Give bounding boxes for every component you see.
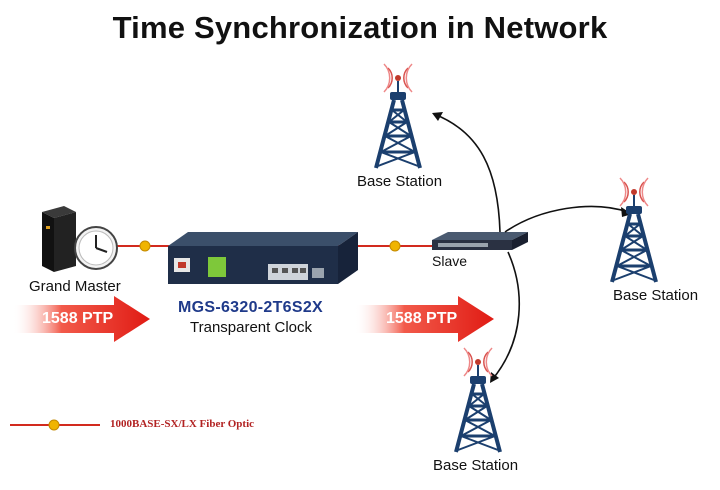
- fiber-connector-icon: [139, 240, 151, 252]
- ptp-label: 1588 PTP: [386, 310, 458, 327]
- switch-model-label: MGS-6320-2T6S2X: [178, 299, 324, 316]
- fiber-connector-icon: [48, 419, 60, 431]
- diagram-title: Time Synchronization in Network: [112, 10, 608, 45]
- grand-master-label: Grand Master: [29, 278, 121, 295]
- slave-label: Slave: [432, 253, 468, 269]
- base-station-label: Base Station: [357, 173, 443, 190]
- switch-role-label: Transparent Clock: [190, 319, 312, 336]
- link-arrow: [491, 251, 521, 381]
- base-station-tower-icon: [610, 176, 658, 284]
- base-station-label: Base Station: [613, 287, 699, 304]
- link-arrow: [504, 205, 629, 233]
- transparent-clock-switch-icon: [168, 232, 358, 284]
- ptp-arrow: [14, 296, 150, 342]
- base-station-tower-icon: [454, 346, 502, 454]
- clock-icon: [74, 226, 118, 270]
- ptp-label: 1588 PTP: [42, 310, 114, 327]
- fiber-connector-icon: [389, 240, 401, 252]
- ptp-arrow: [356, 296, 494, 342]
- grand-master-server-icon: [42, 206, 76, 272]
- link-arrow: [433, 113, 501, 233]
- base-station-tower-icon: [374, 62, 422, 170]
- legend-label: 1000BASE-SX/LX Fiber Optic: [110, 418, 255, 430]
- base-station-label: Base Station: [433, 457, 519, 474]
- slave-switch-icon: [432, 232, 528, 250]
